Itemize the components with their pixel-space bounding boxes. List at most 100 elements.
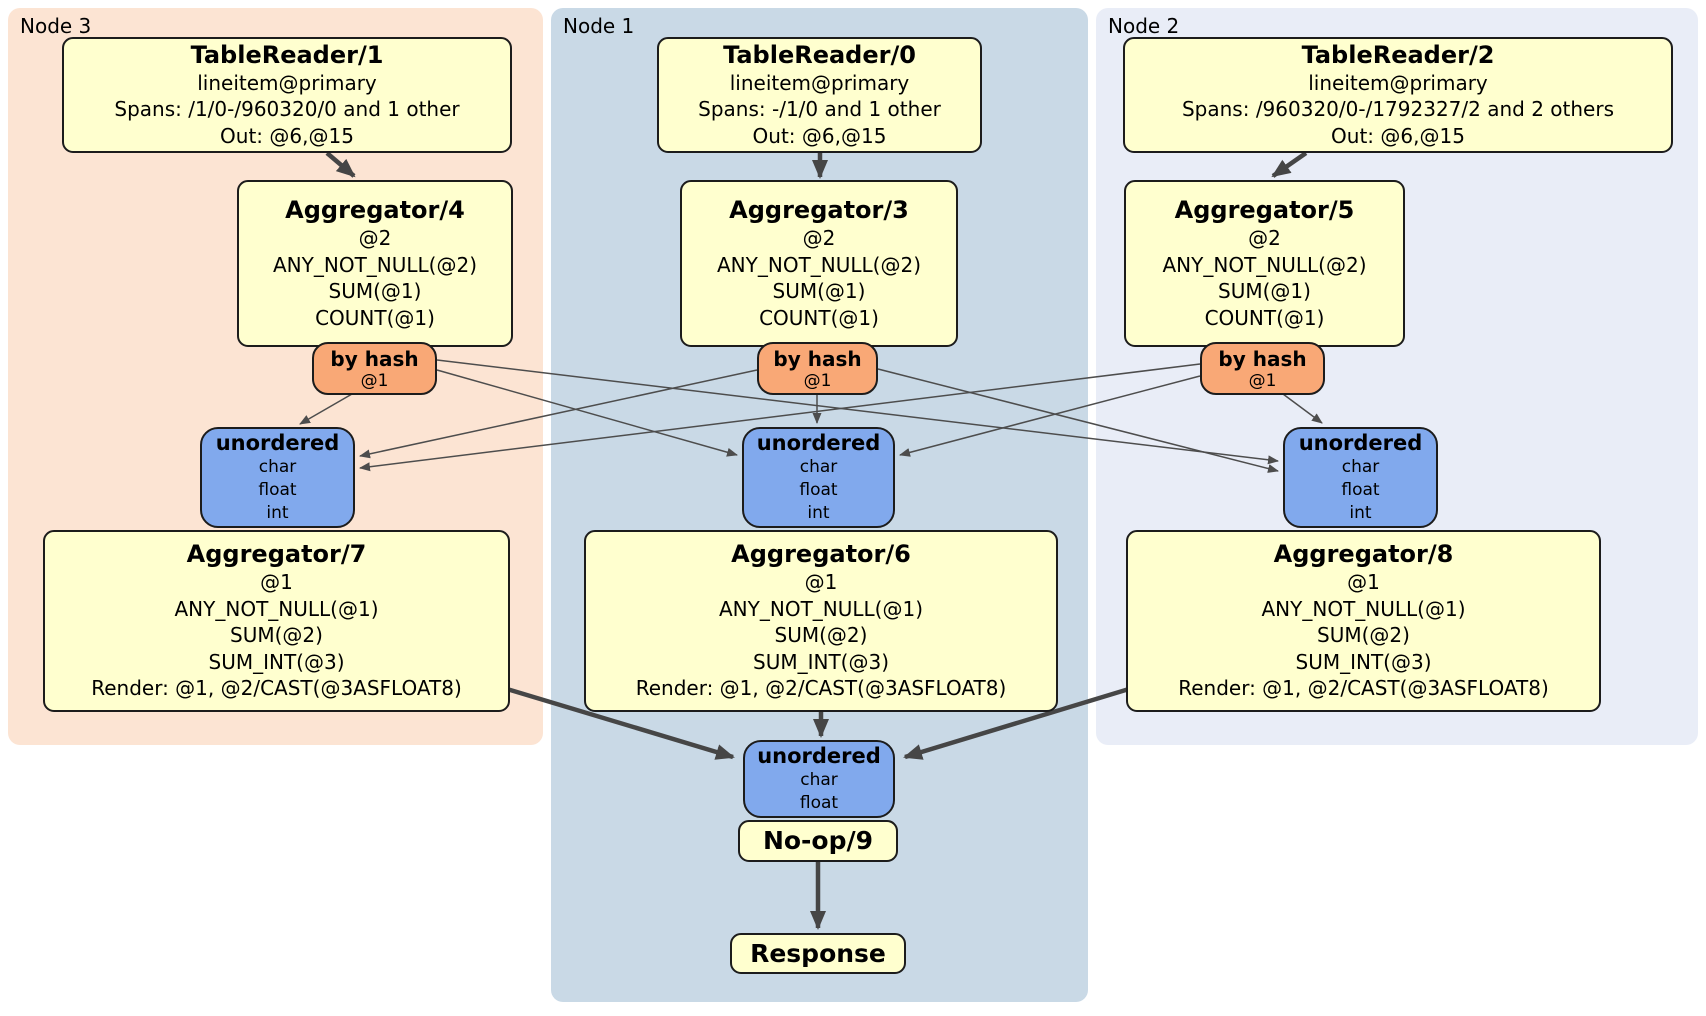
edge-agg8-finalsync	[903, 686, 1130, 760]
tablereader-2-out: Out: @6,@15	[1331, 123, 1465, 148]
hash-router-5-cols: @1	[1248, 370, 1277, 391]
aggregator-4-fn3: COUNT(@1)	[315, 305, 435, 330]
aggregator-3-fn2: SUM(@1)	[772, 279, 866, 303]
aggregator-6-fn1: ANY_NOT_NULL(@1)	[719, 596, 923, 621]
unordered-sync-node2: unordered char float int	[1283, 427, 1438, 528]
aggregator-7-title: Aggregator/7	[186, 540, 367, 569]
aggregator-3-box: Aggregator/3 @2 ANY_NOT_NULL(@2) SUM(@1)…	[680, 180, 958, 347]
aggregator-7-box: Aggregator/7 @1 ANY_NOT_NULL(@1) SUM(@2)…	[43, 530, 510, 712]
aggregator-7-fn3: SUM_INT(@3)	[208, 649, 345, 674]
tablereader-1-out: Out: @6,@15	[220, 123, 354, 148]
aggregator-5-fn2: SUM(@1)	[1218, 279, 1311, 303]
aggregator-5-groupcols: @2	[1248, 226, 1281, 250]
tablereader-1-title: TableReader/1	[190, 40, 384, 69]
tablereader-1-index: lineitem@primary	[197, 70, 377, 95]
aggregator-6-title: Aggregator/6	[731, 540, 911, 569]
hash-router-3-title: by hash	[773, 346, 862, 371]
aggregator-8-fn1: ANY_NOT_NULL(@1)	[1261, 596, 1466, 621]
edge-agg7-finalsync	[506, 686, 735, 760]
unordered-sync-node1: unordered char float int	[742, 427, 895, 528]
hash-router-3: by hash @1	[757, 342, 878, 395]
aggregator-3-fn3: COUNT(@1)	[759, 305, 879, 330]
edge-router4-sync2	[436, 359, 1279, 465]
tablereader-0-spans: Spans: -/1/0 and 1 other	[698, 97, 941, 122]
aggregator-3-title: Aggregator/3	[729, 196, 909, 224]
response-title: Response	[750, 938, 886, 968]
aggregator-3-groupcols: @2	[802, 226, 836, 250]
aggregator-8-fn3: SUM_INT(@3)	[1295, 649, 1432, 674]
unordered-sync-final: unordered char float	[743, 740, 895, 818]
aggregator-4-box: Aggregator/4 @2 ANY_NOT_NULL(@2) SUM(@1)…	[237, 180, 513, 347]
edge-router4-sync3	[299, 393, 353, 425]
unordered-sync-node2-title: unordered	[1298, 430, 1423, 455]
hash-router-4-title: by hash	[330, 346, 419, 371]
edge-router4-sync1	[436, 369, 738, 457]
sync-node3-type-char: char	[258, 456, 297, 477]
tablereader-1-spans: Spans: /1/0-/960320/0 and 1 other	[114, 97, 460, 122]
edge-router5-sync3	[359, 363, 1201, 472]
sync-node1-type-char: char	[799, 456, 838, 477]
aggregator-7-render: Render: @1, @2/CAST(@3ASFLOAT8)	[91, 676, 462, 701]
aggregator-7-groupcols: @1	[260, 570, 293, 595]
unordered-sync-node1-title: unordered	[756, 430, 881, 455]
sync-node2-type-int: int	[1349, 502, 1372, 523]
sync-node3-type-int: int	[266, 502, 289, 523]
aggregator-8-fn2: SUM(@2)	[1317, 623, 1410, 648]
tablereader-0-index: lineitem@primary	[729, 70, 910, 95]
edge-tr2-agg5	[1271, 151, 1308, 178]
aggregator-5-fn3: COUNT(@1)	[1204, 305, 1325, 330]
aggregator-4-groupcols: @2	[358, 226, 392, 250]
node3-region-label: Node 3	[20, 14, 92, 38]
aggregator-3-fn1: ANY_NOT_NULL(@2)	[717, 252, 921, 277]
aggregator-8-title: Aggregator/8	[1273, 540, 1454, 569]
tablereader-2-spans: Spans: /960320/0-/1792327/2 and 2 others	[1181, 97, 1614, 122]
hash-router-3-cols: @1	[803, 370, 832, 391]
tablereader-0-box: TableReader/0 lineitem@primary Spans: -/…	[657, 37, 982, 153]
sync-node1-type-int: int	[807, 502, 830, 523]
aggregator-5-box: Aggregator/5 @2 ANY_NOT_NULL(@2) SUM(@1)…	[1124, 180, 1405, 347]
sync-final-type-char: char	[800, 769, 838, 790]
aggregator-5-fn1: ANY_NOT_NULL(@2)	[1162, 252, 1367, 277]
unordered-sync-final-title: unordered	[757, 743, 881, 768]
aggregator-4-title: Aggregator/4	[285, 196, 465, 224]
noop-title: No-op/9	[762, 826, 874, 855]
aggregator-4-fn2: SUM(@1)	[328, 279, 422, 303]
edge-router5-sync2	[1282, 393, 1323, 424]
sync-final-type-float: float	[799, 792, 839, 813]
aggregator-6-fn3: SUM_INT(@3)	[753, 649, 889, 674]
node2-region-label: Node 2	[1108, 14, 1180, 38]
aggregator-6-box: Aggregator/6 @1 ANY_NOT_NULL(@1) SUM(@2)…	[584, 530, 1058, 712]
hash-router-4-cols: @1	[360, 370, 389, 391]
tablereader-2-index: lineitem@primary	[1308, 70, 1488, 95]
tablereader-1-box: TableReader/1 lineitem@primary Spans: /1…	[62, 37, 512, 153]
unordered-sync-node3-title: unordered	[215, 430, 340, 455]
aggregator-7-fn1: ANY_NOT_NULL(@1)	[174, 596, 379, 621]
sync-node3-type-float: float	[258, 479, 297, 500]
hash-router-5-title: by hash	[1218, 346, 1307, 371]
aggregator-6-groupcols: @1	[804, 570, 838, 595]
tablereader-0-out: Out: @6,@15	[752, 123, 887, 148]
aggregator-5-title: Aggregator/5	[1174, 196, 1355, 224]
hash-router-5: by hash @1	[1200, 342, 1325, 395]
sync-node2-type-char: char	[1341, 456, 1380, 477]
node1-region-label: Node 1	[563, 14, 635, 38]
unordered-sync-node3: unordered char float int	[200, 427, 355, 528]
aggregator-4-fn1: ANY_NOT_NULL(@2)	[273, 252, 477, 277]
tablereader-0-title: TableReader/0	[723, 40, 916, 69]
sync-node2-type-float: float	[1341, 479, 1380, 500]
aggregator-8-box: Aggregator/8 @1 ANY_NOT_NULL(@1) SUM(@2)…	[1126, 530, 1601, 712]
edge-router3-sync3	[359, 369, 758, 459]
edge-tr1-agg4	[325, 151, 356, 178]
aggregator-6-render: Render: @1, @2/CAST(@3ASFLOAT8)	[635, 676, 1007, 701]
hash-router-4: by hash @1	[312, 342, 437, 395]
aggregator-8-groupcols: @1	[1347, 570, 1380, 595]
noop-box: No-op/9	[738, 820, 898, 862]
tablereader-2-title: TableReader/2	[1301, 40, 1495, 69]
aggregator-6-fn2: SUM(@2)	[774, 623, 868, 648]
aggregator-7-fn2: SUM(@2)	[230, 623, 323, 648]
edge-router3-sync2	[877, 368, 1279, 473]
sync-node1-type-float: float	[799, 479, 838, 500]
aggregator-8-render: Render: @1, @2/CAST(@3ASFLOAT8)	[1178, 676, 1549, 701]
